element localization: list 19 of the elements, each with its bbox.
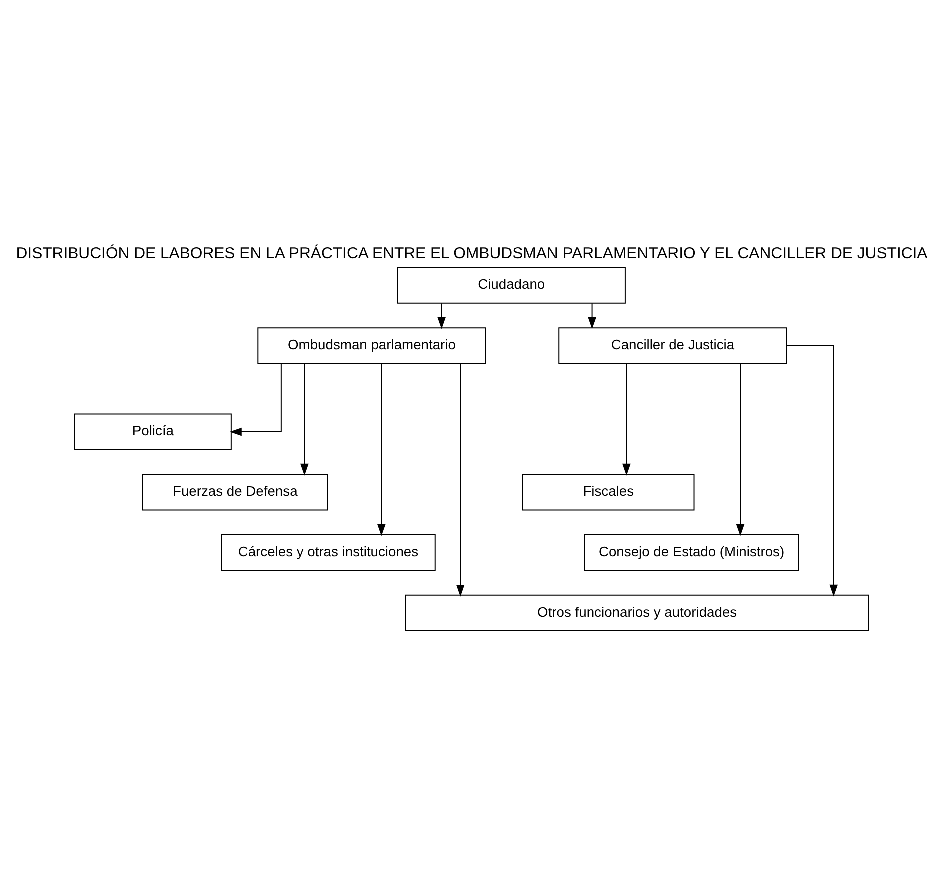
arrow	[588, 302, 596, 329]
arrow	[456, 362, 465, 596]
node-box: Consejo de Estado (Ministros)	[584, 534, 800, 571]
node-box: Canciller de Justicia	[558, 327, 788, 364]
arrow	[786, 344, 838, 596]
node-box: Fuerzas de Defensa	[142, 474, 328, 510]
node-box: Fiscales	[522, 474, 695, 510]
arrow	[300, 362, 309, 476]
arrow	[438, 302, 446, 329]
arrow	[230, 362, 282, 436]
arrow	[736, 362, 745, 536]
node-box: Ciudadano	[397, 266, 626, 304]
node-box: Otros funcionarios y autoridades	[405, 594, 870, 632]
diagram-title: DISTRIBUCIÓN DE LABORES EN LA PRÁCTICA ENTRE EL OMBUDSMAN PARLAMENTARIO Y EL CANCILLER DE JUSTICIA	[16, 245, 928, 262]
arrow	[622, 362, 631, 476]
arrow	[378, 362, 386, 536]
node-box: Cárceles y otras instituciones	[221, 534, 436, 571]
node-box: Ombudsman parlamentario	[258, 327, 486, 364]
node-box: Policía	[74, 413, 232, 450]
